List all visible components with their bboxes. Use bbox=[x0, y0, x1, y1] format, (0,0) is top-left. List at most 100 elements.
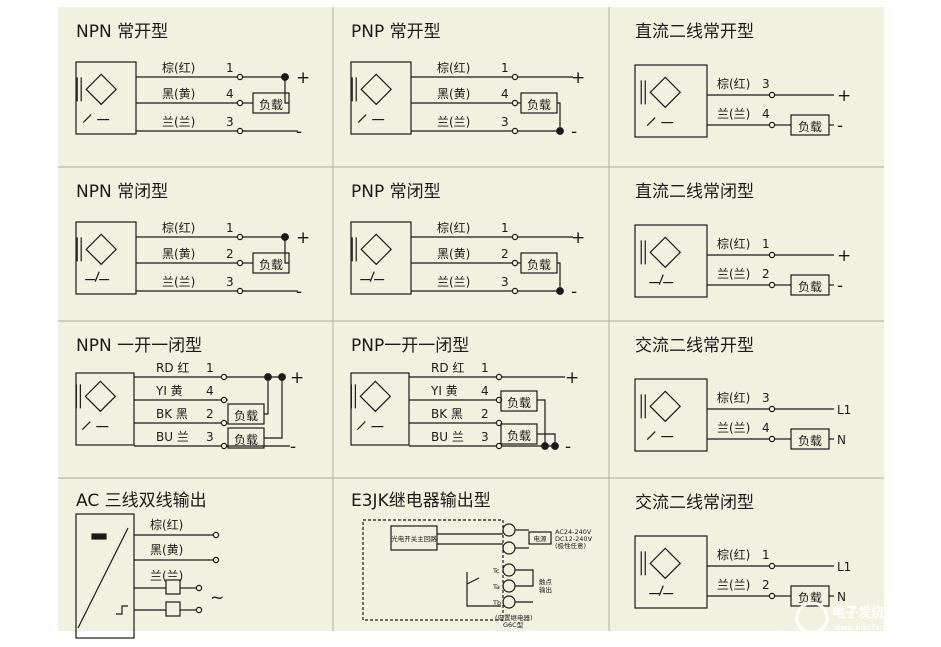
plus-sign: + bbox=[571, 228, 585, 248]
load-label: 负载 bbox=[798, 434, 822, 448]
polarity-note: (极性任意) bbox=[555, 541, 586, 550]
terminal-number: 1 bbox=[501, 61, 509, 75]
wire-label: 棕(红) bbox=[717, 76, 750, 91]
wire-label: 黑(黄) bbox=[162, 87, 195, 101]
diagram-title: NPN 常闭型 bbox=[76, 182, 168, 202]
proximity-sensor-icon bbox=[76, 233, 118, 282]
main-circuit-box bbox=[390, 525, 438, 551]
terminal-number: 1 bbox=[226, 61, 234, 75]
load-label: 负载 bbox=[527, 98, 551, 112]
watermark-text: 电子发烧友 bbox=[832, 605, 897, 621]
plus-sign: + bbox=[837, 86, 851, 106]
elecfans-logo-icon bbox=[795, 601, 829, 635]
terminal-number: 2 bbox=[762, 267, 770, 281]
builtin-relay-label: (内置继电器) bbox=[495, 613, 533, 622]
wire-label: 棕(红) bbox=[717, 236, 750, 251]
load-label: 负载 bbox=[798, 120, 822, 134]
wire-label: 棕(红) bbox=[437, 220, 470, 235]
terminal-number: 1 bbox=[762, 548, 770, 562]
load-label: 负载 bbox=[527, 258, 551, 272]
power-label: 电源 bbox=[534, 534, 548, 543]
proximity-sensor-icon bbox=[351, 233, 393, 282]
wire-label: 兰(兰) bbox=[717, 107, 750, 121]
sensor-housing bbox=[634, 64, 708, 138]
diagram-title: 直流二线常开型 bbox=[635, 22, 754, 42]
minus-sign: - bbox=[290, 437, 296, 457]
wire-label: BU 兰 bbox=[431, 430, 464, 444]
terminal-number: 1 bbox=[501, 221, 509, 235]
sensor-housing bbox=[634, 378, 708, 452]
cell-r3c1: E3JK继电器输出型光电开关主回路电源AC24-240VDC12-240V(极性… bbox=[351, 491, 593, 629]
terminal-number: 4 bbox=[226, 87, 234, 101]
terminal-number: 2 bbox=[206, 407, 214, 421]
plus-sign: + bbox=[571, 68, 585, 88]
wire-label: YI 黄 bbox=[430, 384, 458, 398]
wire-label: 兰(兰) bbox=[150, 569, 183, 583]
wire-label: 兰(兰) bbox=[717, 421, 750, 435]
wire-label: 棕(红) bbox=[717, 390, 750, 405]
terminal-number: 3 bbox=[481, 430, 489, 444]
terminal-number: 4 bbox=[481, 384, 489, 398]
diagram-title: AC 三线双线输出 bbox=[76, 491, 207, 511]
plus-sign: + bbox=[837, 246, 851, 266]
minus-sign: - bbox=[837, 116, 843, 136]
terminal-number: 3 bbox=[226, 275, 234, 289]
wire-label: 兰(兰) bbox=[717, 267, 750, 281]
neutral-label: N bbox=[837, 590, 846, 604]
terminal-number: 3 bbox=[501, 115, 509, 129]
wire-label: 黑(黄) bbox=[437, 87, 470, 101]
minus-sign: - bbox=[571, 282, 577, 302]
diagram-title: 直流二线常闭型 bbox=[635, 182, 754, 202]
wire-label: 黑(黄) bbox=[437, 247, 470, 261]
wire-label: 兰(兰) bbox=[437, 115, 470, 129]
line-l1-label: L1 bbox=[837, 403, 851, 417]
diagram-title: E3JK继电器输出型 bbox=[351, 491, 491, 511]
diagram-title: 交流二线常闭型 bbox=[635, 493, 754, 513]
plus-sign: + bbox=[290, 368, 304, 388]
load-label: 负载 bbox=[259, 98, 283, 112]
wire-label: 兰(兰) bbox=[717, 578, 750, 592]
minus-sign: - bbox=[296, 122, 302, 142]
terminal-number: 3 bbox=[501, 275, 509, 289]
proximity-sensor-icon bbox=[350, 380, 392, 431]
diagram-title: NPN 常开型 bbox=[76, 22, 168, 42]
terminal-number: 4 bbox=[762, 107, 770, 121]
load-label: 负载 bbox=[507, 429, 531, 443]
sensor-housing bbox=[75, 513, 135, 639]
coil-box bbox=[165, 579, 181, 595]
wire-label: 棕(红) bbox=[437, 60, 470, 75]
terminal-number: 2 bbox=[481, 407, 489, 421]
load-label: 负载 bbox=[507, 396, 531, 410]
wire-label: RD 红 bbox=[156, 360, 189, 375]
terminal-number: 1 bbox=[481, 361, 489, 375]
diagram-title: NPN 一开一闭型 bbox=[76, 336, 202, 356]
power-box bbox=[528, 531, 552, 545]
terminal-number: 2 bbox=[501, 247, 509, 261]
minus-sign: - bbox=[296, 282, 302, 302]
relay-model-label: G6C型 bbox=[503, 620, 524, 629]
sensor-housing bbox=[75, 221, 137, 295]
wire-label: BK 黑 bbox=[431, 407, 463, 421]
diagram-title: PNP一开一闭型 bbox=[351, 336, 469, 356]
main-circuit-label: 光电开关主回路 bbox=[391, 534, 437, 543]
wire-label: BU 兰 bbox=[156, 430, 189, 444]
wire-label: 黑(黄) bbox=[162, 247, 195, 261]
contact-output-label: 输出 bbox=[539, 585, 552, 594]
load-label: 负载 bbox=[798, 591, 822, 605]
proximity-sensor-icon bbox=[640, 76, 682, 127]
sensor-housing bbox=[350, 372, 410, 446]
load-box bbox=[500, 390, 538, 412]
terminal-number: 1 bbox=[226, 221, 234, 235]
sensor-housing bbox=[75, 372, 135, 446]
terminal-number: 2 bbox=[226, 247, 234, 261]
contact-label: 触点 bbox=[539, 577, 553, 586]
diagram-panel bbox=[58, 7, 884, 631]
